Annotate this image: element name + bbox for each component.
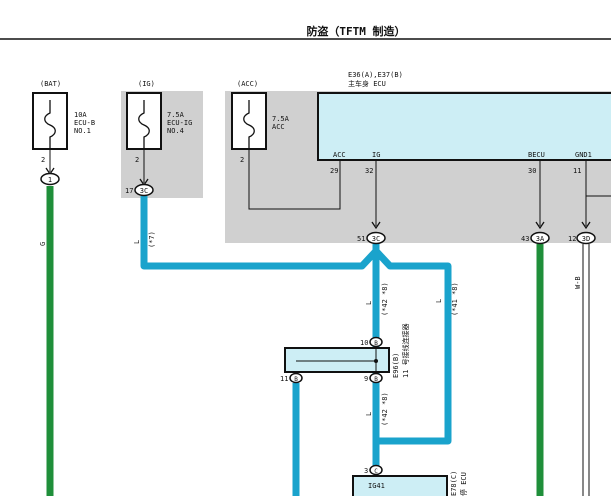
wire-label-n42a: (*42 *8) (381, 282, 389, 316)
junction-pin-right-id: B (374, 376, 378, 383)
fuse-bat-name: ECU-B (74, 119, 95, 127)
wire-label-g: G (39, 242, 47, 246)
bottom-ecu-label-1: E78(C) (450, 471, 458, 496)
acc-thin-wire (248, 149, 341, 210)
wire-label-wb: W-B (574, 276, 582, 289)
wire-label-l2: L (365, 301, 373, 305)
wire-label-l3: L (435, 299, 443, 303)
connector-becu-3a (530, 231, 550, 245)
junction-pin-left-num: 11 (280, 375, 288, 383)
connector-bat-id: 1 (48, 176, 52, 184)
junction-pin-top-num: 10 (360, 339, 368, 347)
connector-ecu-3c-id: 3C (372, 235, 380, 243)
fuse-acc-source: (ACC) (237, 80, 258, 88)
ecu-terminal-gnd1: GND1 (575, 151, 592, 159)
connector-ig-3c-pin: 17 (125, 187, 133, 195)
junction-pin-left (289, 372, 303, 384)
connector-ecu-3c-pin: 51 (357, 235, 365, 243)
fuse-ig-no: NO.4 (167, 127, 184, 135)
wire-label-l1: L (133, 240, 141, 244)
connector-bottom-c-pin: 3 (364, 467, 368, 475)
wire-label-n7: (*7) (148, 231, 156, 248)
arrow-becu (535, 221, 545, 230)
ecu-terminal-acc: ACC (333, 151, 346, 159)
ecu-pin-29: 29 (330, 167, 338, 175)
fuse-acc-rating: 7.5A (272, 115, 290, 123)
blue-wire-ig (140, 196, 452, 445)
fuse-bat-pin: 2 (41, 156, 45, 164)
connector-gnd-3d-pin: 12 (568, 235, 576, 243)
fuse-ig-symbol (138, 100, 150, 149)
connector-bottom-c (369, 464, 383, 476)
ecu-terminal-becu: BECU (528, 151, 545, 159)
ecu-pin-11: 11 (573, 167, 581, 175)
ecu-terminal-ig: IG (372, 151, 380, 159)
arrow-ig (371, 221, 381, 230)
connector-gnd-3d (576, 231, 596, 245)
bottom-terminal-ig41: IG41 (368, 482, 385, 490)
bottom-ecu-label-2: 停 ECU (459, 472, 468, 496)
connector-ig-3c-id: 3C (140, 187, 148, 195)
ecu-pin-32: 32 (365, 167, 373, 175)
wire-label-n41: (*41 *8) (451, 282, 459, 316)
wire-label-n42b: (*42 *8) (381, 392, 389, 426)
wire-label-l4: L (365, 412, 373, 416)
ecu-name-label: 主车身 ECU (348, 79, 386, 88)
page-title: 防盗（TFTM 制造） (306, 24, 405, 38)
fuse-ig-pin: 2 (135, 156, 139, 164)
arrow-gnd (581, 221, 591, 230)
junction-connector-box (284, 347, 390, 373)
connector-bat (40, 172, 60, 186)
junction-name-label: 11 号接线连接器 (401, 323, 410, 378)
fuse-bat-symbol (44, 100, 56, 149)
junction-pin-right-num: 9 (364, 375, 368, 383)
connector-becu-3a-id: 3A (536, 235, 545, 243)
fuse-ig-name: ECU-IG (167, 119, 192, 127)
junction-pin-top (369, 336, 383, 348)
ecu-pin-30: 30 (528, 167, 536, 175)
connector-ig-3c (134, 183, 154, 197)
fuse-acc-pin: 2 (240, 156, 244, 164)
fuse-acc-name: ACC (272, 123, 285, 131)
connector-ecu-3c (366, 231, 386, 245)
junction-pin-right (369, 372, 383, 384)
fuse-acc-symbol (243, 100, 255, 149)
fuse-bat-rating: 10A (74, 111, 87, 119)
fuse-ig-source: (IG) (138, 80, 155, 88)
junction-pin-left-id: B (294, 376, 298, 383)
fuse-ig-rating: 7.5A (167, 111, 185, 119)
junction-node (374, 359, 378, 363)
ecu-connector-label: E36(A),E37(B) (348, 71, 403, 79)
connector-becu-3a-pin: 43 (521, 235, 529, 243)
fuse-bat-no: NO.1 (74, 127, 91, 135)
connector-gnd-3d-id: 3D (582, 235, 590, 243)
junction-pin-top-id: B (374, 340, 378, 347)
main-body-ecu-box (317, 92, 611, 161)
fuse-bat-source: (BAT) (40, 80, 61, 88)
junction-connector-label: E96(B) (392, 353, 400, 378)
connector-bottom-c-id: C (374, 468, 378, 475)
